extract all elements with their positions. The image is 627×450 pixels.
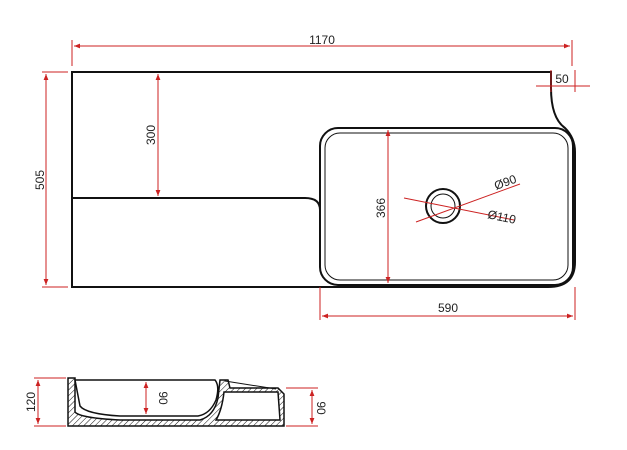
dim-label-bowl-depth: 90 bbox=[156, 391, 170, 405]
section-step bbox=[214, 391, 281, 421]
dim-label-shelf-depth: 300 bbox=[144, 125, 158, 145]
basin-inner bbox=[324, 132, 569, 281]
plan-dimensions: 1170 50 505 300 366 590 Ø90 Ø110 bbox=[33, 33, 590, 320]
section-view bbox=[67, 377, 285, 427]
dim-label-basin-length: 590 bbox=[438, 301, 458, 315]
section-dimensions: 120 90 90 bbox=[24, 377, 328, 427]
dim-label-overall-width: 505 bbox=[33, 170, 47, 190]
drain-inner-ring bbox=[430, 193, 456, 219]
dim-label-right-step: 50 bbox=[555, 72, 569, 86]
leader-drain-inner bbox=[415, 183, 521, 223]
dim-label-basin-depth: 366 bbox=[374, 198, 388, 218]
dim-label-total-height: 120 bbox=[24, 392, 38, 412]
dim-label-overall-length: 1170 bbox=[309, 33, 335, 47]
leader-drain-outer bbox=[403, 197, 515, 221]
dim-label-drain-outer: Ø110 bbox=[486, 207, 517, 227]
dim-label-edge-height: 90 bbox=[314, 401, 328, 415]
shelf-edge bbox=[72, 197, 321, 211]
basin-outline bbox=[319, 127, 574, 286]
dim-label-drain-inner: Ø90 bbox=[492, 172, 518, 193]
